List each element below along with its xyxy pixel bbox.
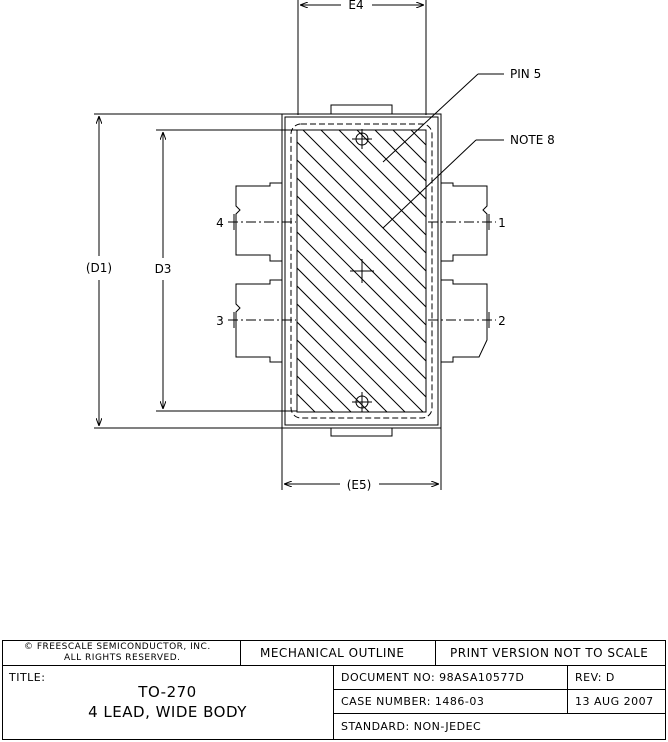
note8-leader: NOTE 8 [382, 133, 555, 229]
hatch-line [483, 130, 668, 420]
hatch-line [447, 130, 668, 420]
hatch-line [297, 393, 316, 412]
standard: STANDARD: NON-JEDEC [341, 720, 482, 733]
pin5-leader: PIN 5 [382, 67, 541, 163]
case-number: CASE NUMBER: 1486-03 [341, 695, 485, 708]
hatch-line [591, 130, 668, 420]
heatsink-hatch [0, 130, 668, 420]
e5-label: (E5) [347, 478, 372, 492]
revision-date: 13 AUG 2007 [575, 695, 654, 708]
pin5-label: PIN 5 [510, 67, 541, 81]
e4-label: E4 [348, 0, 363, 12]
hatch-line [501, 130, 668, 420]
hatch-line [429, 130, 668, 420]
title-block: © FREESCALE SEMICONDUCTOR, INC. ALL RIGH… [2, 640, 666, 740]
mechanical-outline-label: MECHANICAL OUTLINE [260, 646, 405, 660]
hatch-line [537, 130, 668, 420]
hatch-line [297, 267, 426, 398]
hatch-line [392, 130, 426, 164]
hatch-line [663, 130, 668, 420]
note8-label: NOTE 8 [510, 133, 555, 147]
pin-3-label: 3 [216, 314, 224, 328]
copyright-line-1: © FREESCALE SEMICONDUCTOR, INC. [24, 642, 211, 652]
title-line-1: TO-270 [138, 683, 197, 701]
hatch-line [609, 130, 668, 420]
hatch-line [297, 231, 426, 362]
hatch-line [297, 177, 426, 308]
d3-label: D3 [155, 262, 172, 276]
center-mark [350, 259, 374, 283]
hatch-line [297, 321, 388, 412]
mounting-hole-bottom [352, 392, 372, 412]
hatch-line [320, 130, 426, 236]
hatch-line [302, 130, 426, 254]
hatch-line [297, 195, 426, 326]
hatch-line [297, 249, 426, 380]
lead-1 [428, 182, 496, 262]
hatch-line [297, 339, 370, 412]
hatch-line [356, 130, 426, 200]
hatch-line [297, 357, 352, 412]
mounting-hole-top [352, 129, 372, 149]
d3-dimension: D3 [155, 129, 297, 412]
pin-2-label: 2 [498, 314, 506, 328]
hatch-line [374, 130, 426, 182]
hatch-line [573, 130, 668, 420]
d1-label: (D1) [86, 261, 112, 275]
e5-dimension: (E5) [281, 428, 442, 492]
hatch-line [519, 130, 668, 420]
hatch-line [338, 130, 426, 218]
title-label: TITLE: [9, 671, 46, 684]
d1-dimension: (D1) [86, 113, 282, 429]
hatch-line [297, 213, 426, 344]
document-number: DOCUMENT NO: 98ASA10577D [341, 671, 525, 684]
title-line-2: 4 LEAD, WIDE BODY [88, 703, 247, 721]
hatch-line [645, 130, 668, 420]
hatch-line [297, 285, 424, 412]
lead-2 [428, 279, 496, 363]
hatch-line [627, 130, 668, 420]
hatch-line [555, 130, 668, 420]
pin-1-label: 1 [498, 216, 506, 230]
lead-3 [228, 279, 296, 363]
hatch-line [297, 303, 406, 412]
hatch-line [297, 159, 426, 290]
copyright-line-2: ALL RIGHTS RESERVED. [64, 653, 181, 663]
hatch-line [0, 130, 287, 420]
lead-4 [228, 182, 296, 262]
e4-dimension: E4 [297, 0, 427, 115]
hatch-line [410, 130, 426, 146]
pin-4-label: 4 [216, 216, 224, 230]
package-outline-drawing: E4 [0, 0, 668, 492]
hatch-line [465, 130, 668, 420]
hatch-line [297, 141, 426, 272]
revision: REV: D [575, 671, 615, 684]
print-version-label: PRINT VERSION NOT TO SCALE [450, 646, 649, 660]
